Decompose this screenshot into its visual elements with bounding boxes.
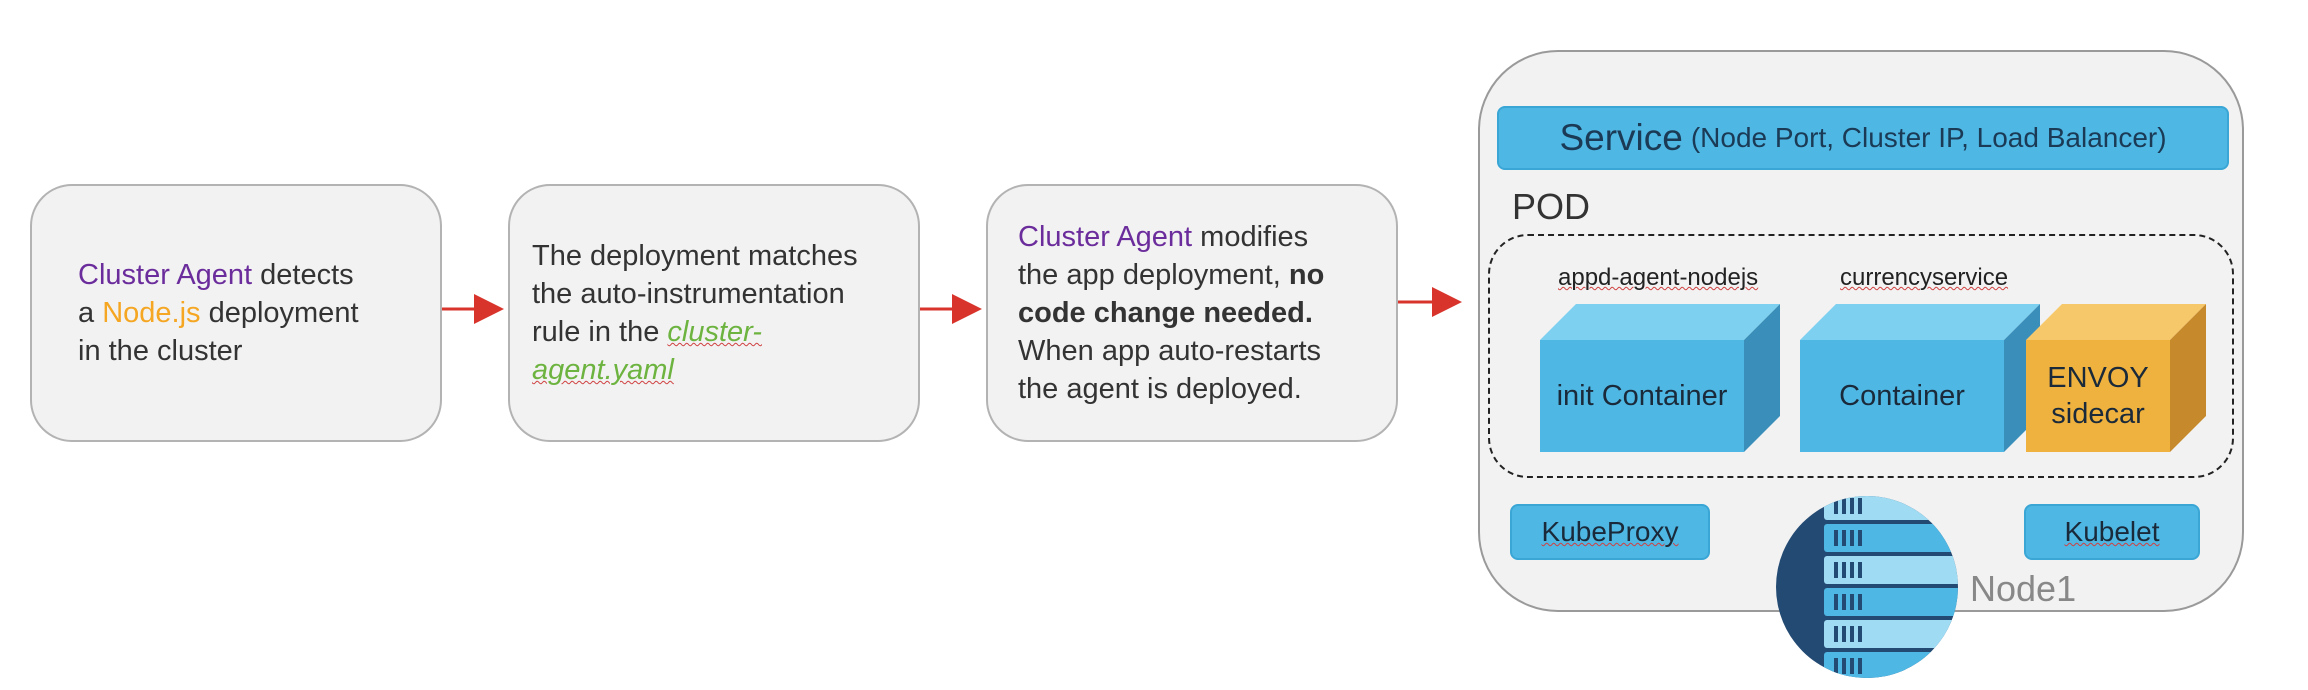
step-2-yaml-1: cluster- <box>667 316 762 348</box>
container-label: Container <box>1839 380 1965 412</box>
kubeproxy-pill: KubeProxy <box>1510 504 1710 560</box>
step-1-line2-a: a <box>78 297 103 329</box>
container-name-2: currencyservice <box>1840 264 2009 291</box>
container-name-1: appd-agent-nodejs <box>1558 264 1759 291</box>
container-cube: Container <box>1800 300 2040 460</box>
step-2-line2: the auto-instrumentation <box>532 278 845 310</box>
step-3-line3: code change needed. <box>1018 297 1313 329</box>
envoy-sidecar-cube: ENVOY sidecar <box>2026 300 2206 460</box>
step-1-box: Cluster Agent detects a Node.js deployme… <box>30 184 442 442</box>
pod-label: POD <box>1512 186 1591 227</box>
step-2-text: The deployment matches the auto-instrume… <box>532 237 858 389</box>
step-1-nodejs: Node.js <box>102 297 201 329</box>
init-container-cube: init Container <box>1540 300 1780 460</box>
step-2-box: The deployment matches the auto-instrume… <box>508 184 920 442</box>
init-container-label: init Container <box>1556 380 1728 412</box>
step-1-cluster-agent: Cluster Agent <box>78 259 253 291</box>
step-2-yaml-2: agent.yaml <box>532 354 674 386</box>
node-label: Node1 <box>1970 568 2077 609</box>
step-3-text: Cluster Agent modifies the app deploymen… <box>1018 218 1324 408</box>
step-3-no: no <box>1288 259 1325 291</box>
step-2-line1: The deployment matches <box>532 240 858 272</box>
kubelet-pill: Kubelet <box>2024 504 2200 560</box>
step-1-line1-rest: detects <box>252 259 354 291</box>
envoy-line2: sidecar <box>2051 398 2145 430</box>
envoy-line1: ENVOY <box>2047 362 2149 394</box>
step-3-box: Cluster Agent modifies the app deploymen… <box>986 184 1398 442</box>
step-3-line4: When app auto-restarts <box>1018 335 1322 367</box>
step-3-line1-rest: modifies <box>1192 221 1309 253</box>
step-1-line2-b: deployment <box>200 297 359 329</box>
service-subtitle: (Node Port, Cluster IP, Load Balancer) <box>1690 122 2167 153</box>
step-3-line5: the agent is deployed. <box>1018 373 1302 405</box>
step-1-text: Cluster Agent detects a Node.js deployme… <box>78 256 359 370</box>
step-3-cluster-agent: Cluster Agent <box>1018 221 1193 253</box>
step-1-line3: in the cluster <box>78 335 243 367</box>
step-2-line3-a: rule in the <box>532 316 668 348</box>
server-icon <box>1776 496 1958 678</box>
service-bar: Service (Node Port, Cluster IP, Load Bal… <box>1497 106 2229 170</box>
step-3-line2-a: the app deployment, <box>1018 259 1289 291</box>
pod-box <box>1488 234 2234 478</box>
service-title: Service <box>1559 117 1683 158</box>
